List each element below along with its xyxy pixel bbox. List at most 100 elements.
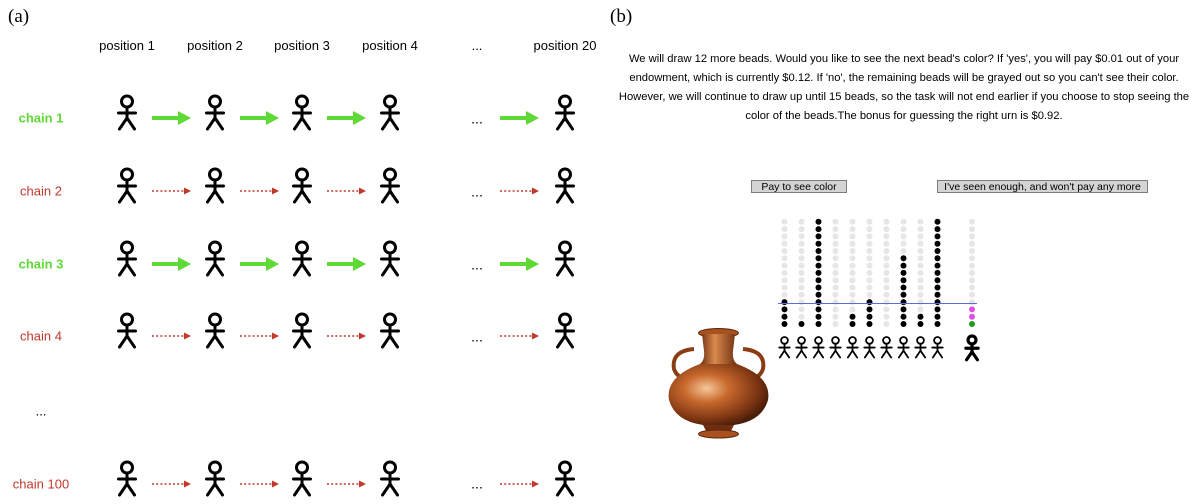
gray-bead — [883, 262, 890, 269]
black-bead — [900, 299, 907, 306]
gray-bead — [866, 277, 873, 284]
gray-bead — [917, 262, 924, 269]
chain-row-6 — [117, 460, 575, 497]
black-bead — [934, 291, 941, 298]
person-icon — [931, 336, 944, 359]
person-icon — [292, 167, 312, 204]
person-icon — [117, 167, 137, 204]
black-bead — [815, 233, 822, 240]
person-icon — [880, 336, 893, 359]
gray-bead — [832, 299, 839, 306]
gray-bead — [798, 269, 805, 276]
magenta-bead — [969, 313, 975, 320]
gray-bead — [849, 262, 856, 269]
bead-column — [781, 218, 788, 327]
pay-to-see-color-button[interactable]: Pay to see color — [751, 180, 847, 193]
success-arrow — [500, 111, 539, 125]
gray-bead — [781, 226, 788, 233]
black-bead — [934, 248, 941, 254]
person-icon — [380, 460, 400, 497]
row-ellipsis-1: ... — [471, 110, 483, 127]
gray-bead — [849, 248, 856, 254]
stop-paying-button[interactable]: I've seen enough, and won't pay any more — [937, 180, 1148, 193]
black-bead — [934, 240, 941, 247]
dotted-arrow — [327, 480, 366, 488]
gray-bead — [883, 299, 890, 306]
gray-bead — [917, 269, 924, 276]
success-arrow — [152, 257, 191, 271]
black-bead — [781, 306, 788, 313]
gray-bead — [866, 218, 873, 225]
gray-bead — [849, 306, 856, 313]
black-bead — [866, 299, 873, 306]
black-bead — [815, 226, 822, 233]
person-icon — [829, 336, 842, 359]
gray-bead — [866, 233, 873, 240]
black-bead — [815, 313, 822, 320]
gray-bead — [832, 321, 839, 327]
gray-bead — [917, 306, 924, 313]
gray-bead — [832, 313, 839, 320]
black-bead — [900, 262, 907, 269]
black-bead — [815, 299, 822, 306]
gray-bead — [866, 248, 873, 254]
gray-bead — [900, 233, 907, 240]
bead-column — [849, 218, 856, 327]
person-icon — [117, 240, 137, 277]
gray-bead — [917, 248, 924, 254]
panel-a-label: (a) — [8, 6, 30, 27]
chain-label-ellipsis: ... — [35, 403, 47, 419]
gray-bead — [969, 255, 975, 262]
gray-bead — [969, 218, 975, 225]
gray-bead — [883, 269, 890, 276]
gray-bead — [849, 255, 856, 262]
person-icon — [555, 460, 575, 497]
person-icon — [292, 312, 312, 349]
gray-bead — [883, 255, 890, 262]
gray-bead — [883, 277, 890, 284]
gray-bead — [866, 255, 873, 262]
gray-bead — [917, 226, 924, 233]
gray-bead — [832, 248, 839, 254]
gray-bead — [883, 313, 890, 320]
black-bead — [781, 321, 788, 327]
black-bead — [934, 262, 941, 269]
urn-image — [668, 328, 769, 439]
black-bead — [934, 269, 941, 276]
dotted-arrow — [152, 332, 191, 340]
gray-bead — [781, 291, 788, 298]
black-bead — [917, 313, 924, 320]
person-icon — [205, 460, 225, 497]
dotted-arrow — [327, 332, 366, 340]
gray-bead — [798, 226, 805, 233]
gray-bead — [798, 218, 805, 225]
gray-bead — [781, 269, 788, 276]
person-icon — [812, 336, 825, 359]
person-icon — [292, 94, 312, 131]
gray-bead — [969, 248, 975, 254]
gray-bead — [781, 262, 788, 269]
position-header-3: position 3 — [274, 38, 330, 53]
gray-bead — [832, 269, 839, 276]
person-icon — [555, 167, 575, 204]
dotted-arrow — [240, 187, 279, 195]
black-bead — [815, 277, 822, 284]
person-icon — [380, 312, 400, 349]
person-icon — [555, 240, 575, 277]
person-icon — [292, 240, 312, 277]
bead-column — [815, 218, 822, 327]
transmission-chains-diagram — [117, 94, 575, 497]
black-bead — [900, 284, 907, 291]
gray-bead — [969, 277, 975, 284]
gray-bead — [969, 262, 975, 269]
black-bead — [900, 313, 907, 320]
gray-bead — [798, 262, 805, 269]
gray-bead — [849, 240, 856, 247]
gray-bead — [900, 226, 907, 233]
black-bead — [815, 255, 822, 262]
black-bead — [900, 291, 907, 298]
gray-bead — [969, 226, 975, 233]
person-icon — [897, 336, 910, 359]
chain-label-3: chain 3 — [18, 256, 64, 272]
gray-bead — [866, 262, 873, 269]
